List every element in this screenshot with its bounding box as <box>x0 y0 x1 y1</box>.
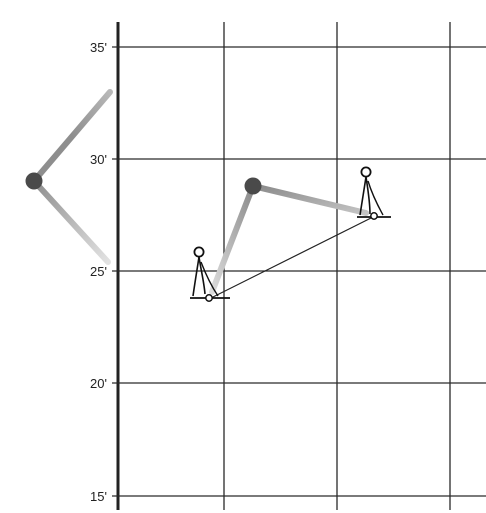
left-pivot-group <box>26 92 111 262</box>
pivot-node-left-icon <box>26 173 43 190</box>
center-pivot-arm-right <box>253 186 366 213</box>
horizontal-grid-lines <box>112 47 486 496</box>
y-tick-label: 25' <box>90 264 107 279</box>
center-pivot-arm-left <box>212 186 253 292</box>
vertical-grid-lines <box>118 22 450 510</box>
y-tick-label: 35' <box>90 40 107 55</box>
left-pivot-arm-lower <box>34 181 108 262</box>
y-tick-label: 20' <box>90 376 107 391</box>
left-pivot-arm-upper <box>34 92 110 181</box>
center-pivot-group <box>212 178 366 293</box>
y-tick-label: 15' <box>90 489 107 504</box>
y-tick-label: 30' <box>90 152 107 167</box>
pivot-node-center-icon <box>245 178 262 195</box>
